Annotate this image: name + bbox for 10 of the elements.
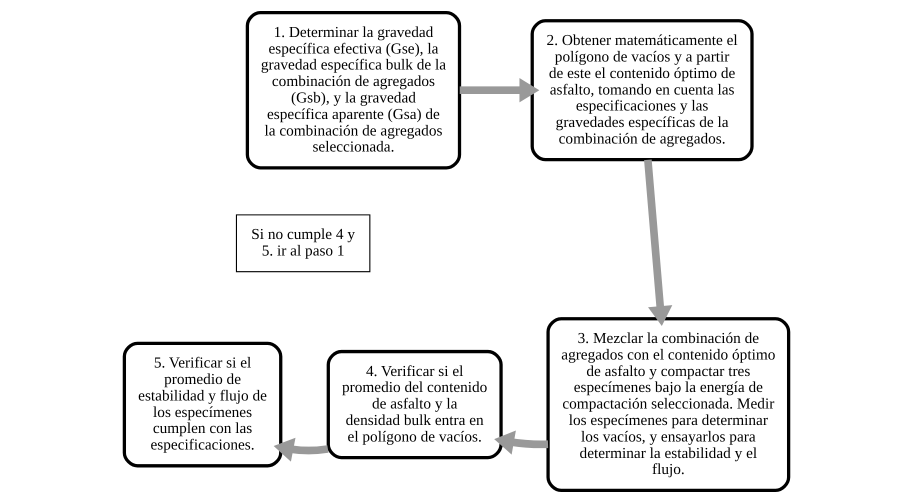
node-box: Si no cumple 4 y 5. ir al paso 1	[235, 214, 370, 272]
node-box: 2. Obtener matemáticamente el polígono de vacíos y a partir de este el contenido óptimo de asfalto, tomando en cuenta las especificaciones y las gravedades específicas de la combinación de agregados.	[530, 19, 754, 162]
arrow	[644, 159, 672, 326]
node-box: 4. Verificar si el promedio del contenido de asfalto y la densidad bulk entra en el polígono de vacíos.	[326, 350, 502, 460]
node-box: 5. Verificar si el promedio de estabilidad y flujo de los especímenes cumplen con las especificaciones.	[122, 342, 282, 468]
node-box: 1. Determinar la gravedad específica efectiva (Gse), la gravedad específica bulk de la combinación de agregados (Gsb), y la gravedad específica aparente (Gsa) de la combinación de agregados seleccionada.	[245, 10, 461, 170]
arrow	[459, 78, 539, 102]
node-box: 3. Mezclar la combinación de agregados con el contenido óptimo de asfalto y compactar tres especímenes bajo la energía de compactación seleccionada. Medir los especímenes para determinar los vacíos, y ensayarlos para determinar la estabilidad y el flujo.	[546, 317, 790, 492]
arrow	[273, 438, 328, 462]
arrow	[494, 430, 548, 455]
